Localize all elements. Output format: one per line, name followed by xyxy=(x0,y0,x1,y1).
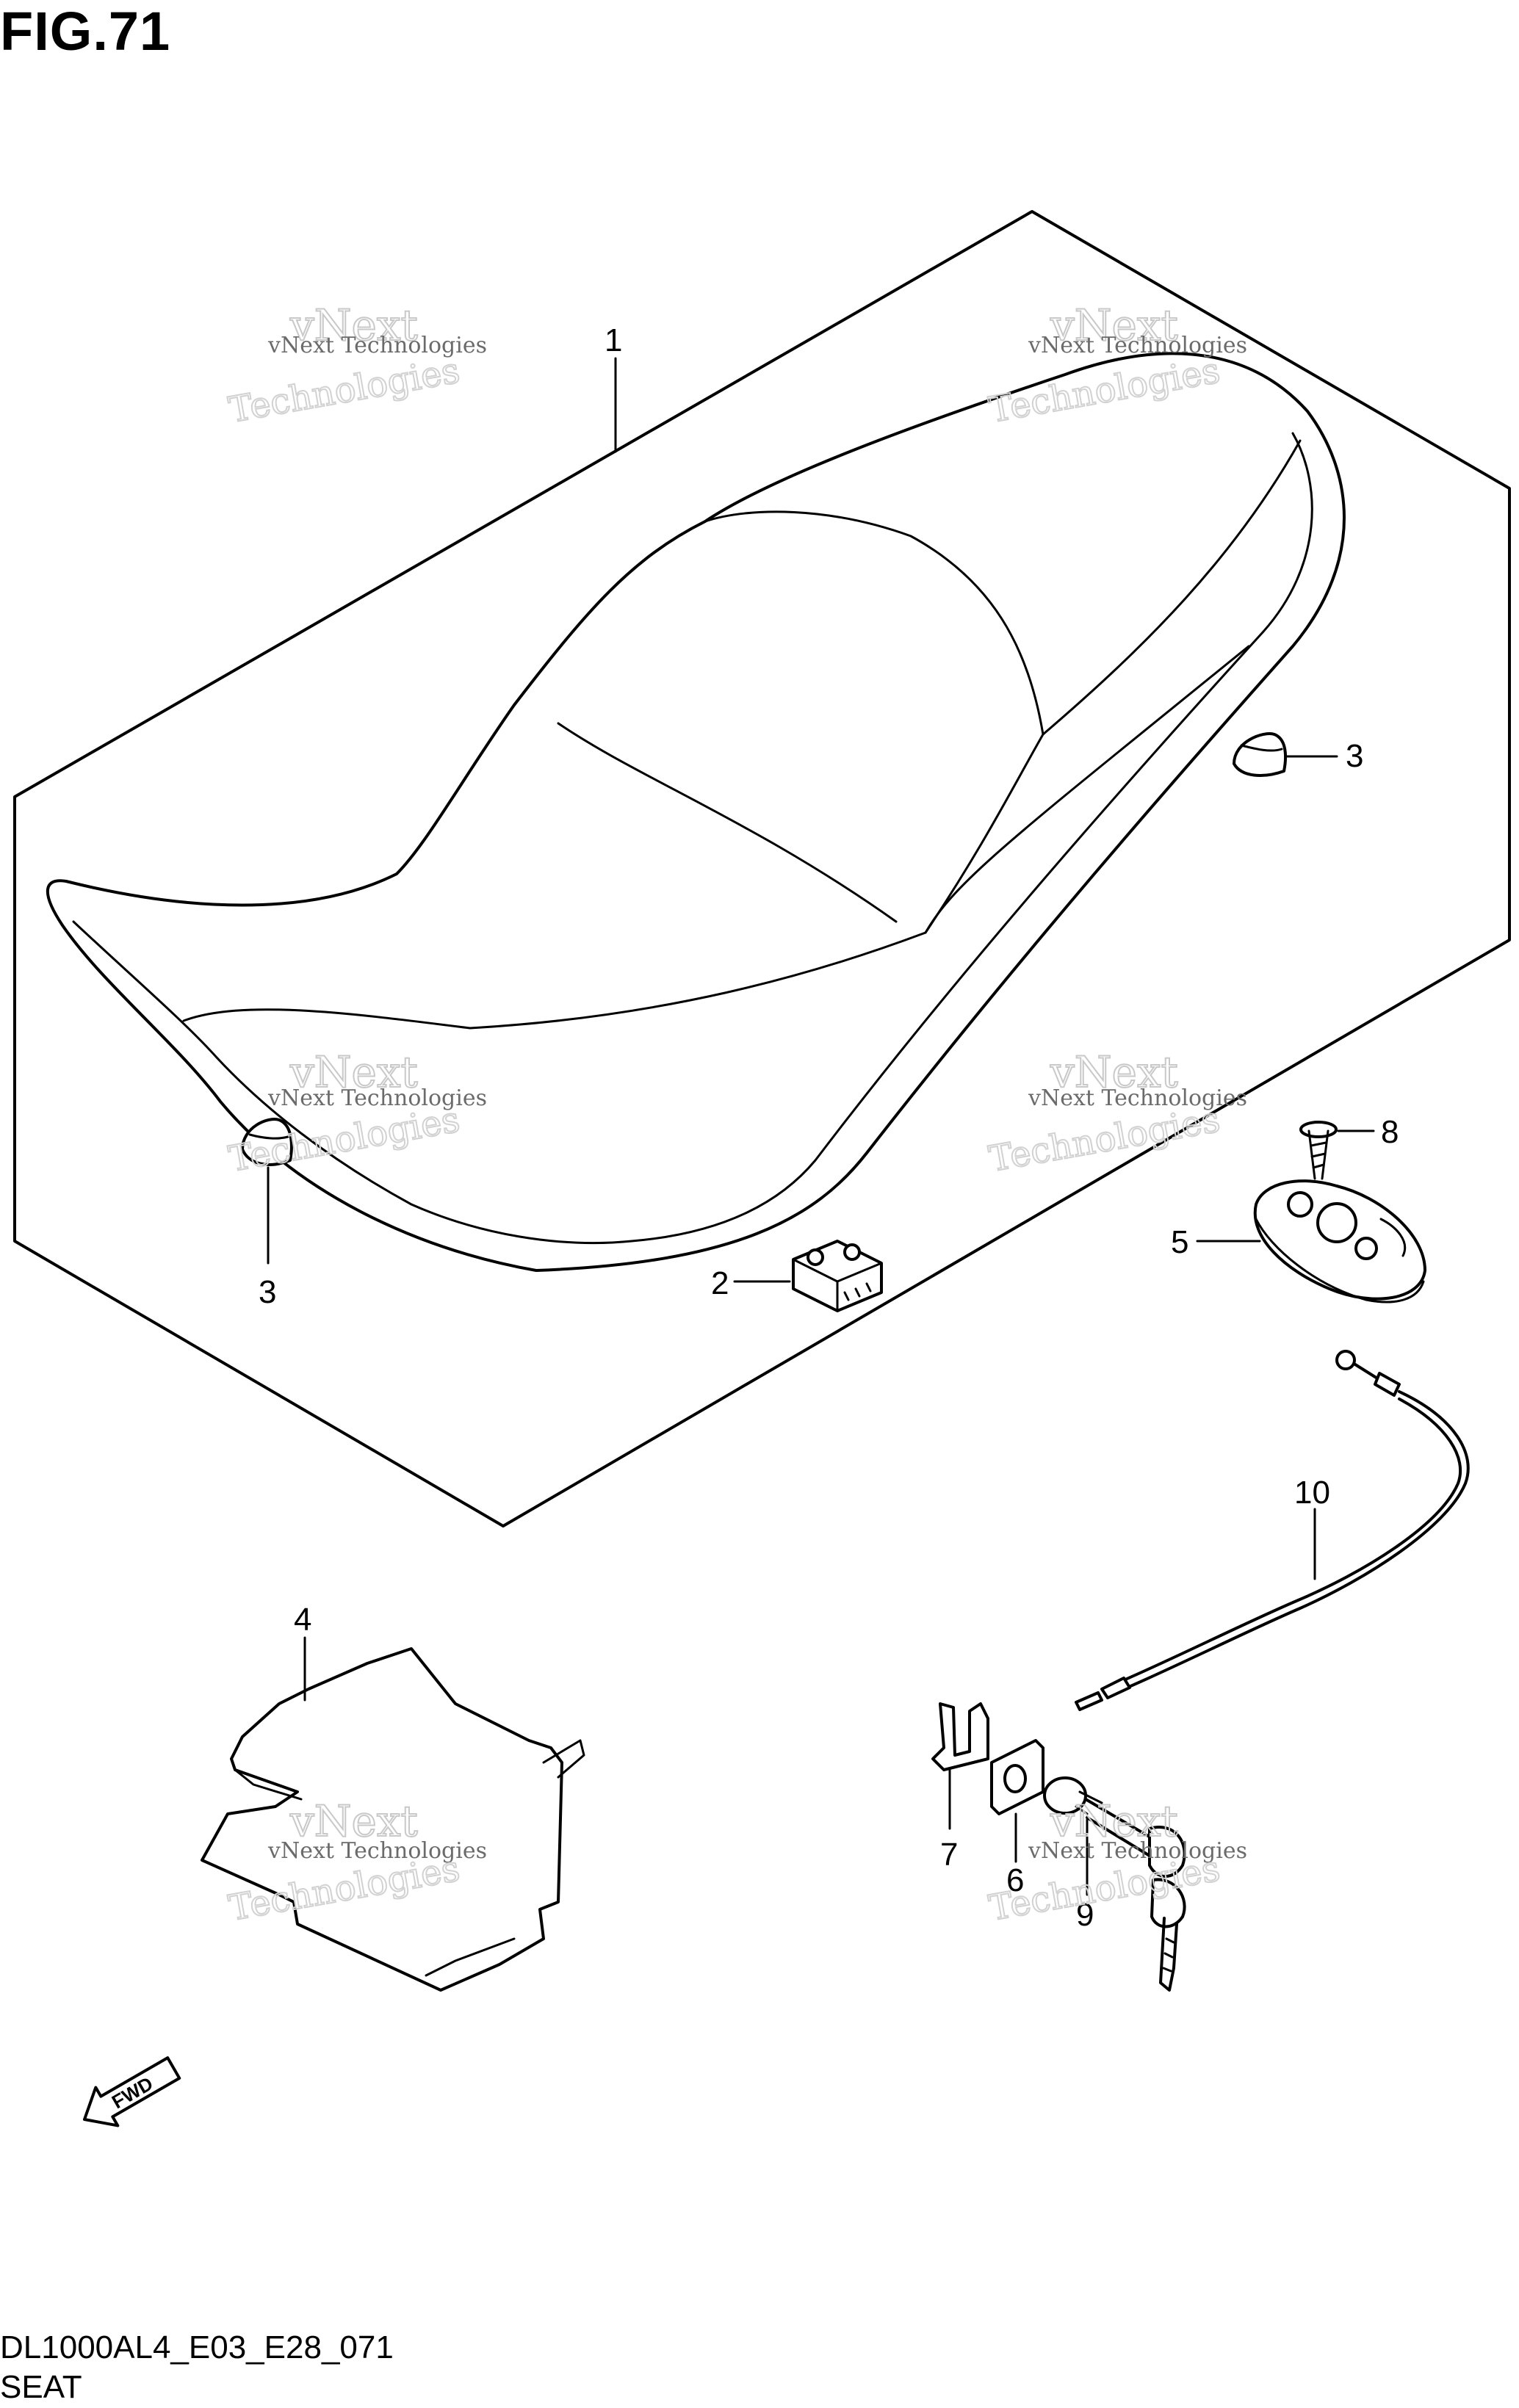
seat-lock-5[interactable] xyxy=(1253,1179,1426,1304)
seat-rider-crease xyxy=(557,722,898,923)
svg-text:vNext Technologies: vNext Technologies xyxy=(1028,1838,1247,1864)
callout-10[interactable]: 10 xyxy=(1294,1475,1330,1511)
callout-3-left[interactable]: 3 xyxy=(259,1274,276,1310)
svg-text:vNext Technologies: vNext Technologies xyxy=(267,1838,487,1864)
svg-text:vNext Technologies: vNext Technologies xyxy=(267,333,487,358)
svg-text:vNext: vNext xyxy=(1050,300,1178,350)
callout-7[interactable]: 9 xyxy=(1076,1897,1094,1933)
svg-text:Technologies: Technologies xyxy=(225,350,463,431)
callout-2[interactable]: 2 xyxy=(711,1265,729,1301)
svg-text:vNext: vNext xyxy=(1050,1796,1178,1846)
callout-5[interactable]: 5 xyxy=(1171,1224,1188,1260)
svg-text:vNext: vNext xyxy=(289,1047,418,1097)
cushion-3-right[interactable] xyxy=(1233,732,1287,777)
svg-text:vNext Technologies: vNext Technologies xyxy=(267,1085,487,1111)
seat-assembly-frame xyxy=(13,210,1511,1527)
fwd-arrow-icon: FWD xyxy=(83,2056,181,2127)
cover-4[interactable] xyxy=(201,1647,585,1992)
watermark-4: vNext vNext Technologies Technologies xyxy=(985,1046,1247,1181)
svg-text:Technologies: Technologies xyxy=(986,1099,1223,1180)
cable-10[interactable] xyxy=(1075,1350,1470,1711)
screw-9[interactable] xyxy=(1299,1121,1338,1180)
svg-text:vNext Technologies: vNext Technologies xyxy=(1028,333,1247,358)
watermark-2: vNext vNext Technologies Technologies xyxy=(985,300,1247,432)
plate-6[interactable] xyxy=(990,1739,1044,1815)
figure-code: DL1000AL4_E03_E28_071 xyxy=(0,2329,394,2365)
svg-text:vNext: vNext xyxy=(1050,1047,1178,1097)
clip-2[interactable] xyxy=(792,1240,883,1312)
figure-title: FIG.71 xyxy=(0,1,171,62)
callout-4[interactable]: 4 xyxy=(294,1602,311,1638)
svg-text:vNext: vNext xyxy=(289,1796,418,1846)
svg-text:vNext Technologies: vNext Technologies xyxy=(1028,1085,1247,1111)
callout-9[interactable]: 8 xyxy=(1381,1114,1399,1150)
seat-side-panel-lower xyxy=(924,645,1250,934)
callout-1[interactable]: 1 xyxy=(605,322,622,358)
seat-assembly[interactable] xyxy=(46,352,1346,1272)
callout-6[interactable]: 6 xyxy=(1006,1862,1024,1898)
callout-8[interactable]: 7 xyxy=(940,1837,958,1873)
bracket-8[interactable] xyxy=(931,1702,989,1771)
cushion-3-left[interactable] xyxy=(241,1118,293,1166)
callout-3-right[interactable]: 3 xyxy=(1346,738,1363,774)
watermark-3: vNext vNext Technologies Technologies xyxy=(225,1046,487,1181)
seat-piping-inner xyxy=(182,510,1044,1030)
watermark-6: vNext vNext Technologies Technologies xyxy=(985,1796,1247,1930)
svg-text:vNext: vNext xyxy=(289,300,418,350)
figure-name: SEAT xyxy=(0,2369,82,2405)
svg-text:Technologies: Technologies xyxy=(225,1099,463,1180)
seat-side-panel xyxy=(1042,439,1302,736)
watermark-1: vNext vNext Technologies Technologies xyxy=(225,300,487,432)
seat-outline xyxy=(46,352,1346,1272)
watermark-5: vNext vNext Technologies Technologies xyxy=(225,1796,487,1930)
lock-cylinder-7[interactable] xyxy=(1043,1776,1186,1992)
